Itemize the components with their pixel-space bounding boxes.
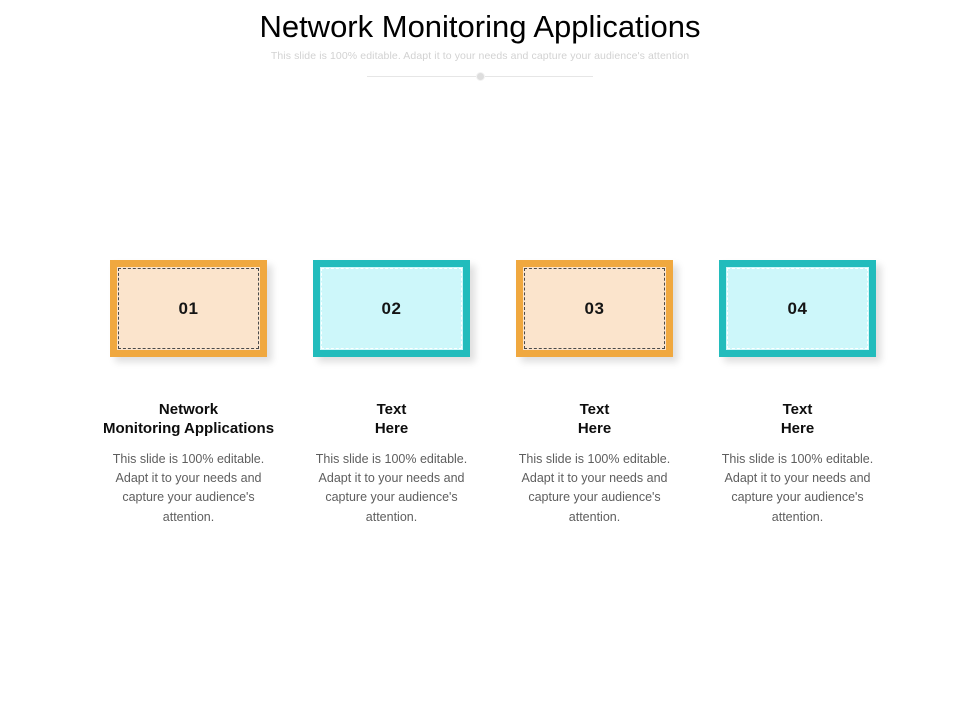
card-number-04: 04: [787, 298, 808, 318]
card-body-04: This slide is 100% editable. Adapt it to…: [721, 452, 874, 524]
slide-header: Network Monitoring Applications This sli…: [0, 8, 960, 81]
card-body-01: This slide is 100% editable. Adapt it to…: [112, 452, 265, 524]
card-body-03: This slide is 100% editable. Adapt it to…: [518, 452, 671, 524]
card-box-03[interactable]: 03: [516, 260, 673, 357]
cards-row: 01 Network Monitoring Applications This …: [103, 260, 880, 550]
card-heading-01: Network Monitoring Applications: [78, 400, 299, 438]
card-body-02: This slide is 100% editable. Adapt it to…: [315, 452, 468, 524]
card-heading-line2-02: Here: [374, 420, 409, 437]
divider-dot-icon: [475, 72, 485, 81]
card-04[interactable]: 04 Text Here This slide is 100% editable…: [719, 260, 876, 524]
page-title: Network Monitoring Applications: [259, 9, 701, 44]
card-inner-border-02: 02: [321, 268, 462, 349]
card-heading-02: Text Here: [281, 400, 502, 438]
card-box-04[interactable]: 04: [719, 260, 876, 357]
title-divider: [367, 72, 593, 81]
card-heading-04: Text Here: [687, 400, 908, 438]
card-inner-border-04: 04: [727, 268, 868, 349]
card-inner-border-01: 01: [118, 268, 259, 349]
card-heading-line2-03: Here: [577, 420, 612, 437]
card-heading-line2-01: Monitoring Applications: [102, 420, 275, 437]
card-heading-line1-03: Text: [579, 401, 610, 418]
card-box-02[interactable]: 02: [313, 260, 470, 357]
card-number-03: 03: [584, 298, 605, 318]
card-heading-line1-02: Text: [376, 401, 407, 418]
card-number-02: 02: [381, 298, 402, 318]
card-heading-line2-04: Here: [780, 420, 815, 437]
slide-subtitle: This slide is 100% editable. Adapt it to…: [270, 50, 690, 62]
card-box-01[interactable]: 01: [110, 260, 267, 357]
card-inner-border-03: 03: [524, 268, 665, 349]
card-heading-line1-04: Text: [782, 401, 813, 418]
card-number-01: 01: [178, 298, 199, 318]
card-heading-line1-01: Network: [158, 401, 219, 418]
card-02[interactable]: 02 Text Here This slide is 100% editable…: [313, 260, 470, 524]
card-heading-03: Text Here: [484, 400, 705, 438]
card-03[interactable]: 03 Text Here This slide is 100% editable…: [516, 260, 673, 524]
card-01[interactable]: 01 Network Monitoring Applications This …: [103, 260, 274, 524]
